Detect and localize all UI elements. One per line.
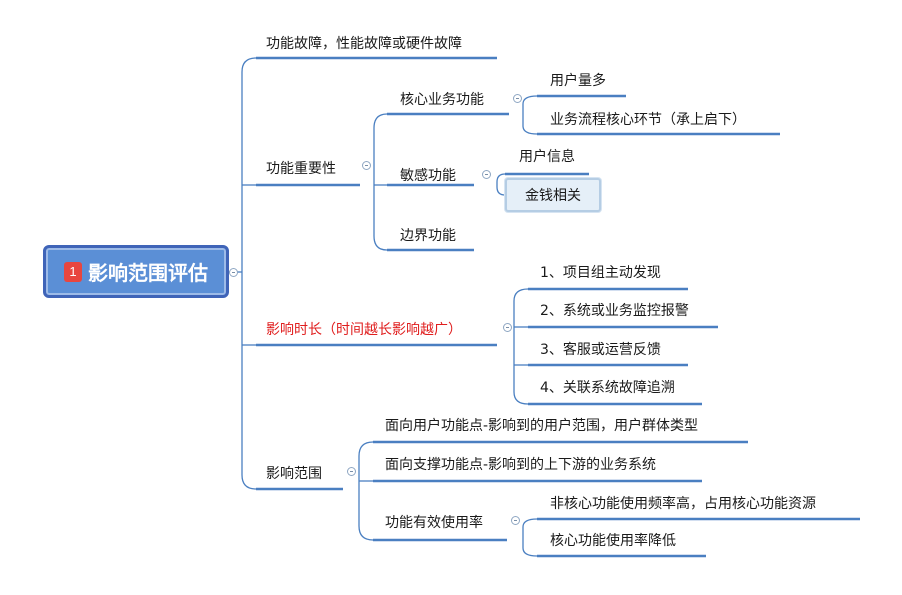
collapse-icon[interactable] — [511, 516, 520, 525]
collapse-icon[interactable] — [482, 170, 491, 179]
leaf-self-discovery[interactable]: 1、项目组主动发现 — [540, 265, 661, 281]
leaf-core-flow[interactable]: 业务流程核心环节（承上启下） — [550, 112, 746, 128]
root-badge: 1 — [64, 261, 82, 282]
branch-fault-type[interactable]: 功能故障，性能故障或硬件故障 — [266, 36, 462, 52]
leaf-monitor-alarm[interactable]: 2、系统或业务监控报警 — [540, 303, 689, 319]
node-boundary[interactable]: 边界功能 — [400, 228, 456, 244]
collapse-icon[interactable] — [229, 268, 238, 277]
branch-scope[interactable]: 影响范围 — [266, 466, 322, 482]
collapse-icon[interactable] — [347, 467, 356, 476]
node-usage-rate[interactable]: 功能有效使用率 — [385, 515, 483, 531]
leaf-support-feedback[interactable]: 3、客服或运营反馈 — [540, 342, 661, 358]
leaf-core-low[interactable]: 核心功能使用率降低 — [550, 533, 676, 549]
collapse-icon[interactable] — [503, 323, 512, 332]
node-core-business[interactable]: 核心业务功能 — [400, 92, 484, 108]
branch-importance[interactable]: 功能重要性 — [266, 161, 336, 177]
leaf-money-selected[interactable]: 金钱相关 — [505, 178, 601, 212]
branch-duration[interactable]: 影响时长（时间越长影响越广） — [266, 322, 462, 338]
root-node[interactable]: 1 影响范围评估 — [43, 245, 229, 298]
node-support-point[interactable]: 面向支撑功能点-影响到的上下游的业务系统 — [385, 457, 657, 473]
leaf-many-users[interactable]: 用户量多 — [550, 73, 606, 89]
root-title: 影响范围评估 — [88, 261, 208, 285]
leaf-related-trace[interactable]: 4、关联系统故障追溯 — [540, 380, 675, 396]
leaf-user-info[interactable]: 用户信息 — [519, 149, 575, 165]
node-sensitive[interactable]: 敏感功能 — [400, 168, 456, 184]
collapse-icon[interactable] — [362, 161, 371, 170]
collapse-icon[interactable] — [513, 94, 522, 103]
node-user-point[interactable]: 面向用户功能点-影响到的用户范围，用户群体类型 — [385, 418, 699, 434]
leaf-noncore-high[interactable]: 非核心功能使用频率高，占用核心功能资源 — [550, 496, 816, 512]
